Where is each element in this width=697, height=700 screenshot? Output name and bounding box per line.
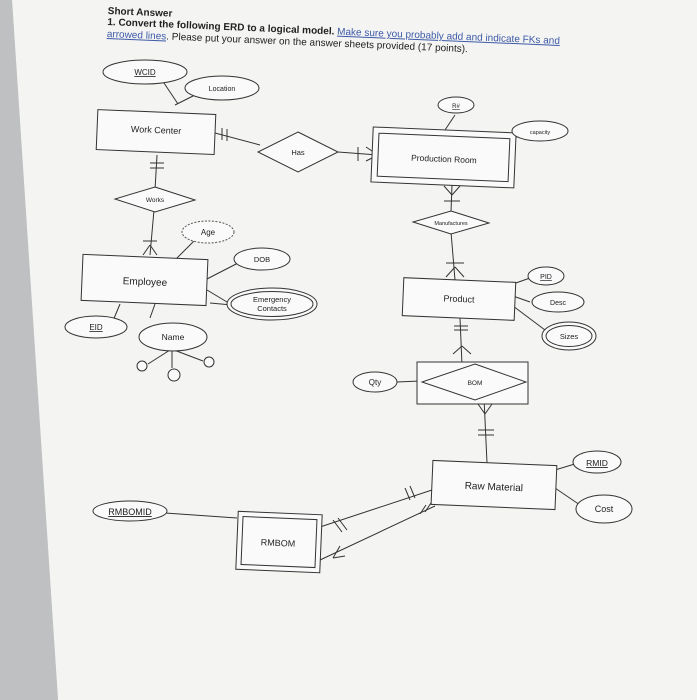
entity-raw-material: Raw Material [430,459,558,511]
attribute-label: RMBOMID [108,507,152,517]
question-number: 1. [107,16,116,29]
attribute-cost: Cost [575,494,633,524]
attribute-rmbomid: RMBOMID [92,500,168,522]
attribute-label: Emergency [253,295,291,304]
relationship-label: Has [291,148,305,157]
relationship-manufactures: Manufactures [411,210,491,235]
relationship-bom: BOM [416,361,529,405]
entity-product: Product [401,277,517,321]
entity-label: Production Room [411,153,477,166]
attribute-name: Name [138,322,208,352]
attribute-label: Age [201,228,216,237]
attribute-capacity: capacity [511,120,569,142]
entity-production-room: Production Room [370,126,517,189]
instruction-part3: arrowed lines [106,28,167,43]
attribute-r-number: R# [437,96,475,114]
attribute-label: Qty [369,378,381,387]
attribute-label: PID [540,274,552,281]
attribute-label: Name [162,332,185,342]
attribute-label: DOB [254,255,270,264]
entity-label: Work Center [131,124,182,136]
attribute-label: RMID [586,458,608,468]
attribute-qty: Qty [352,371,398,393]
entity-work-center: Work Center [95,109,217,156]
attribute-wcid: WCID [102,59,188,85]
entity-label: Raw Material [464,481,523,494]
attribute-pid: PID [527,266,565,286]
relationship-has: Has [256,131,340,173]
relationship-label: BOM [468,380,483,387]
attribute-eid: EID [64,315,128,339]
attribute-label: Contacts [257,304,287,313]
attribute-label: Desc [550,300,566,307]
attribute-label: Sizes [560,332,579,341]
attribute-location: Location [184,75,260,101]
entity-label: Employee [122,276,167,289]
attribute-label: Cost [595,504,614,514]
relationship-label: Manufactures [434,221,468,227]
entity-label: Product [443,293,475,304]
attribute-label: capacity [530,130,550,136]
attribute-label: R# [452,104,460,110]
entity-employee: Employee [80,253,209,307]
attribute-age: Age [181,220,235,244]
attribute-label: EID [89,323,103,332]
entity-label: RMBOM [261,537,296,548]
entity-rmbom: RMBOM [235,510,323,574]
attribute-emergency-contacts: Emergency Contacts [226,287,318,321]
relationship-label: Works [146,197,165,204]
attribute-label: Location [209,86,236,93]
attribute-sizes: Sizes [541,321,597,351]
name-component-circles [136,356,215,382]
attribute-dob: DOB [233,247,291,271]
attribute-label: WCID [134,68,156,77]
relationship-works: Works [113,186,197,213]
attribute-desc: Desc [531,291,585,313]
attribute-rmid: RMID [572,450,622,474]
